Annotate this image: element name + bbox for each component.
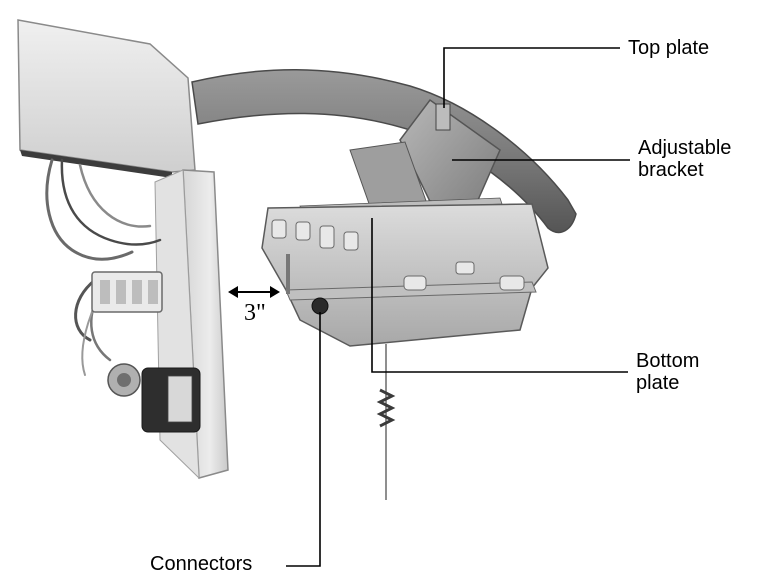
label-bottom-plate-line1: Bottom	[636, 350, 699, 372]
cabinet-hood	[18, 20, 195, 178]
label-adjustable-bracket-line1: Adjustable	[638, 137, 731, 159]
leader-connectors	[286, 312, 320, 566]
label-bottom-plate: Bottom plate	[636, 350, 699, 394]
motor-component	[108, 364, 200, 432]
label-gap-dimension: 3"	[244, 300, 266, 327]
label-bottom-plate-line2: plate	[636, 372, 699, 394]
label-adjustable-bracket: Adjustable bracket	[638, 137, 731, 181]
label-connectors: Connectors	[150, 553, 252, 574]
wiring-harness	[47, 160, 160, 375]
terminal-block	[92, 272, 162, 312]
enclosure-box	[262, 204, 548, 346]
gap-dimension-arrow	[228, 286, 280, 298]
label-top-plate: Top plate	[628, 37, 709, 59]
hanging-cable	[380, 344, 392, 500]
label-adjustable-bracket-line2: bracket	[638, 159, 731, 181]
leader-top-plate	[444, 48, 620, 108]
